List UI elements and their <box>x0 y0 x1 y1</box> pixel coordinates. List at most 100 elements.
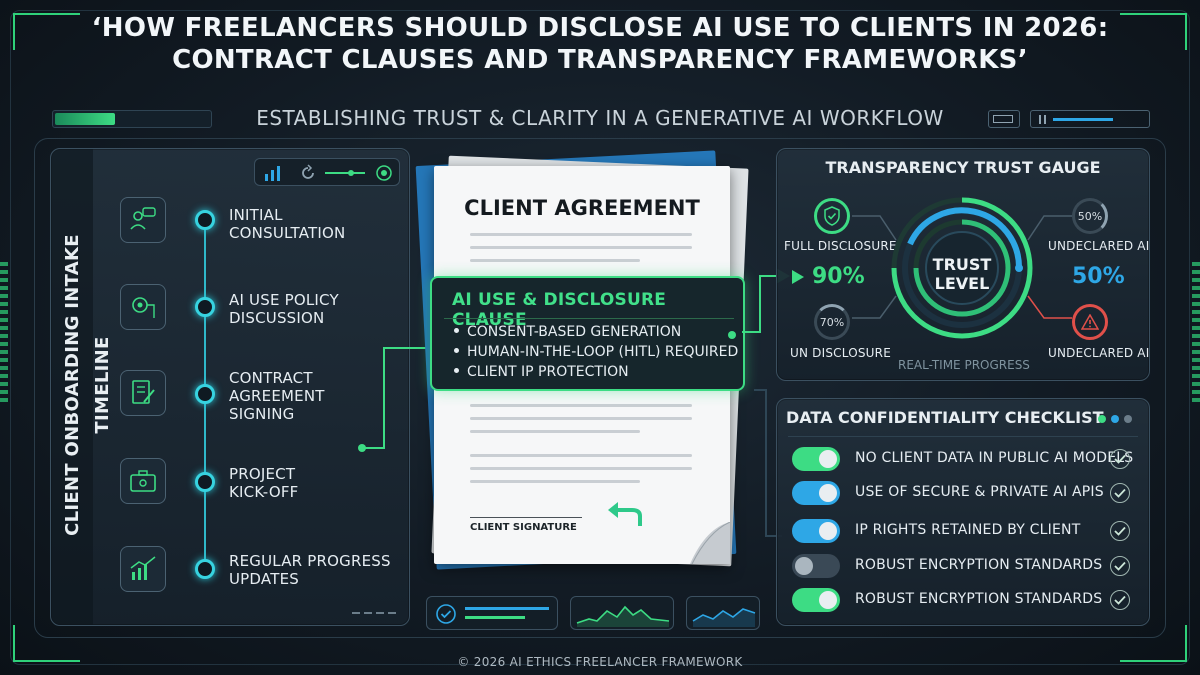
full-disclosure-label: FULL DISCLOSURE <box>784 239 897 253</box>
signature-line <box>470 517 582 518</box>
bar-chart-icon <box>265 166 280 181</box>
briefcase-icon <box>120 458 166 504</box>
doc-line <box>470 480 640 483</box>
return-arrow-icon <box>608 502 642 526</box>
doc-line <box>470 246 692 249</box>
header-slider-widget <box>1030 110 1150 128</box>
header-battery-icon <box>988 110 1020 128</box>
timeline-dot-3 <box>195 384 215 404</box>
title-line-2: CONTRACT CLAUSES AND TRANSPARENCY FRAMEW… <box>172 45 1028 75</box>
check-icon <box>1110 556 1130 576</box>
inner-frame <box>34 138 1166 638</box>
line-chart-icon <box>692 608 756 627</box>
undeclared-bottom-label: UNDECLARED AI <box>1048 346 1150 360</box>
checklist-status-dots <box>1098 414 1138 424</box>
timeline-panel <box>50 148 410 626</box>
checklist-item-label: ROBUST ENCRYPTION STANDARDS <box>855 591 1103 607</box>
doc-line <box>470 233 692 236</box>
full-disclosure-value: 90% <box>812 264 865 289</box>
eye-icon <box>376 165 392 181</box>
warning-icon <box>1072 304 1108 340</box>
timeline-dot-5 <box>195 559 215 579</box>
check-icon <box>1110 521 1130 541</box>
trust-level-gauge <box>891 197 1033 339</box>
ai-disclosure-clause: AI USE & DISCLOSURE CLAUSE CONSENT-BASED… <box>430 276 745 391</box>
clause-connector-dot <box>728 331 736 339</box>
doc-line <box>470 430 640 433</box>
right-edge-accent <box>1192 262 1200 402</box>
clause-to-checklist-connector <box>754 389 782 537</box>
toggle-secure-apis[interactable] <box>792 481 840 505</box>
toggle-encryption-1[interactable] <box>792 554 840 578</box>
timeline-dot-4 <box>195 472 215 492</box>
bottom-widget-line <box>686 596 760 630</box>
document-curl <box>690 522 731 565</box>
document-title: CLIENT AGREEMENT <box>464 196 700 220</box>
checklist-item-label: IP RIGHTS RETAINED BY CLIENT <box>855 522 1081 538</box>
gauge-title: TRANSPARENCY TRUST GAUGE <box>825 158 1101 177</box>
panel-dash-deco <box>352 612 398 614</box>
corner-accent-br <box>1120 625 1187 662</box>
checklist-item-label: USE OF SECURE & PRIVATE AI APIS <box>855 484 1104 500</box>
doc-line <box>470 467 692 470</box>
clause-item: HUMAN-IN-THE-LOOP (HITL) REQUIRED <box>454 344 738 360</box>
timeline-side-strip <box>51 149 93 625</box>
gauge-progress-label: REAL-TIME PROGRESS <box>898 358 1030 372</box>
doc-line <box>470 404 692 407</box>
check-circle-icon <box>436 604 456 624</box>
checklist-item-label: ROBUST ENCRYPTION STANDARDS <box>855 557 1103 573</box>
undeclared-value: 50% <box>1072 264 1125 289</box>
clause-item: CLIENT IP PROTECTION <box>454 364 629 380</box>
undeclared-top-label: UNDECLARED AI <box>1048 239 1150 253</box>
doc-line <box>470 259 640 262</box>
slider-icon <box>325 170 365 176</box>
bottom-widget-wave <box>570 596 674 630</box>
doc-line <box>470 454 692 457</box>
refresh-icon <box>302 164 314 179</box>
consultation-icon <box>120 197 166 243</box>
check-icon <box>1110 483 1130 503</box>
un-disclosure-label: UN DISCLOSURE <box>790 346 891 360</box>
check-icon <box>1110 590 1130 610</box>
toggle-ip-rights[interactable] <box>792 519 840 543</box>
clause-divider <box>444 318 734 319</box>
contract-sign-icon <box>120 370 166 416</box>
page-subtitle: ESTABLISHING TRUST & CLARITY IN A GENERA… <box>256 106 944 130</box>
left-edge-accent <box>0 262 8 402</box>
corner-accent-bl <box>13 625 80 662</box>
toggle-no-public-ai[interactable] <box>792 447 840 471</box>
timeline-vertical-label: CLIENT ONBOARDING INTAKE TIMELINE <box>62 234 113 536</box>
checklist-title: DATA CONFIDENTIALITY CHECKLIST <box>786 408 1104 427</box>
checklist-item-label: NO CLIENT DATA IN PUBLIC AI MODELS <box>855 450 1134 466</box>
checklist-header-divider <box>788 436 1138 437</box>
header-progress-bar <box>52 110 212 128</box>
ai-brain-icon <box>120 284 166 330</box>
check-icon <box>1110 449 1130 469</box>
footer-copyright: © 2026 AI ETHICS FREELANCER FRAMEWORK <box>457 655 743 669</box>
bottom-widget-status <box>426 596 558 630</box>
timeline-dot-2 <box>195 297 215 317</box>
full-disclosure-arrow <box>792 270 804 284</box>
gauge-connectors <box>852 215 1072 319</box>
corner-accent-tl <box>13 13 80 50</box>
signature-label: CLIENT SIGNATURE <box>470 522 577 533</box>
toggle-encryption-2[interactable] <box>792 588 840 612</box>
timeline-dot-1 <box>195 210 215 230</box>
waveform-icon <box>576 605 670 627</box>
un-disclosure-ring: 70% <box>814 304 850 340</box>
timeline-toolbar <box>254 158 400 186</box>
shield-check-icon <box>814 198 850 234</box>
corner-accent-tr <box>1120 13 1187 50</box>
clause-item: CONSENT-BASED GENERATION <box>454 324 681 340</box>
outer-frame <box>10 10 1190 665</box>
undeclared-top-ring: 50% <box>1072 198 1108 234</box>
progress-chart-icon <box>120 546 166 592</box>
page-title: ‘HOW FREELANCERS SHOULD DISCLOSE AI USE … <box>0 12 1200 76</box>
title-line-1: ‘HOW FREELANCERS SHOULD DISCLOSE AI USE … <box>91 13 1109 43</box>
